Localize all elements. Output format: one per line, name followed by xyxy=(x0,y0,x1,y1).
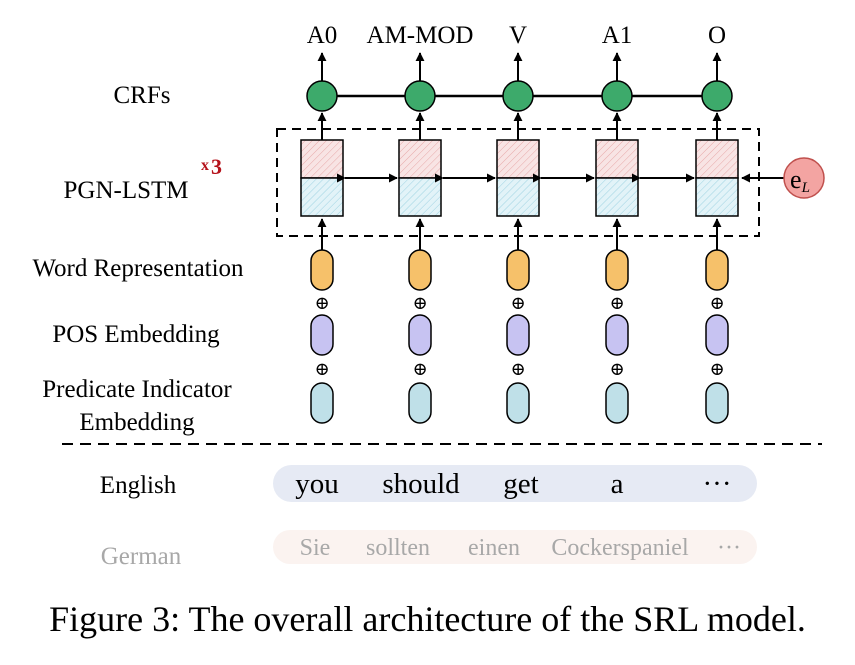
lstm-cell-forward xyxy=(300,139,344,179)
crf-node xyxy=(404,80,436,112)
german-label: German xyxy=(101,543,182,570)
predicate-indicator-node xyxy=(705,382,729,424)
lstm-cell-backward xyxy=(695,177,739,217)
srl-tag-label: O xyxy=(708,22,726,49)
token-column: V ⊕ ⊕ xyxy=(496,22,595,424)
srl-tag-label: AM-MOD xyxy=(367,22,474,49)
concat-symbol: ⊕ xyxy=(709,293,724,313)
predicate-indicator-node xyxy=(605,382,629,424)
word-representation-label: Word Representation xyxy=(32,255,244,282)
word-representation-node xyxy=(408,249,432,291)
word-representation-node xyxy=(705,249,729,291)
crf-node xyxy=(601,80,633,112)
pos-embedding-node xyxy=(605,314,629,356)
token-column: A0 ⊕ ⊕ xyxy=(300,22,398,424)
german-token: einen xyxy=(468,535,520,561)
srl-tag-label: V xyxy=(509,22,527,49)
pos-embedding-node xyxy=(705,314,729,356)
token-column: AM-MOD ⊕ ⊕ xyxy=(367,22,496,424)
concat-symbol: ⊕ xyxy=(412,293,427,313)
english-sentence-band xyxy=(273,465,757,502)
predicate-indicator-label-line2: Embedding xyxy=(79,409,195,436)
german-token: ··· xyxy=(717,535,741,561)
word-representation-node xyxy=(605,249,629,291)
english-token: get xyxy=(503,468,538,500)
concat-symbol: ⊕ xyxy=(709,359,724,379)
pos-embedding-node xyxy=(506,314,530,356)
lstm-cell-backward xyxy=(496,177,540,217)
german-token: Sie xyxy=(300,535,331,561)
crf-node xyxy=(502,80,534,112)
german-token: Cockerspaniel xyxy=(551,535,689,561)
german-token: sollten xyxy=(366,535,430,561)
concat-symbol: ⊕ xyxy=(314,293,329,313)
pos-embedding-node xyxy=(408,314,432,356)
srl-architecture-diagram: CRFs PGN-LSTM x 3 Word Representation PO… xyxy=(32,22,825,570)
pgn-lstm-label: PGN-LSTM xyxy=(63,177,188,204)
predicate-indicator-node xyxy=(506,382,530,424)
crfs-label: CRFs xyxy=(114,82,171,109)
language-embedding-node xyxy=(783,157,825,199)
english-token: ··· xyxy=(703,468,732,500)
predicate-indicator-label-line1: Predicate Indicator xyxy=(42,376,232,403)
lstm-cell-forward xyxy=(496,139,540,179)
srl-tag-label: A0 xyxy=(307,22,338,49)
lstm-cell-backward xyxy=(595,177,639,217)
word-representation-node xyxy=(506,249,530,291)
figure-caption: Figure 3: The overall architecture of th… xyxy=(49,599,806,639)
english-token: should xyxy=(382,468,460,500)
english-token: a xyxy=(611,468,624,500)
concat-symbol: ⊕ xyxy=(510,293,525,313)
pos-embedding-node xyxy=(310,314,334,356)
german-sentence-band xyxy=(273,530,757,564)
lstm-cell-backward xyxy=(398,177,442,217)
lstm-cell-forward xyxy=(695,139,739,179)
lstm-cell-backward xyxy=(300,177,344,217)
crf-node xyxy=(701,80,733,112)
token-column: O ⊕ ⊕ xyxy=(695,22,739,424)
pos-embedding-label: POS Embedding xyxy=(52,321,220,348)
lstm-cell-forward xyxy=(398,139,442,179)
concat-symbol: ⊕ xyxy=(510,359,525,379)
predicate-indicator-node xyxy=(310,382,334,424)
concat-symbol: ⊕ xyxy=(609,293,624,313)
token-column: A1 ⊕ ⊕ xyxy=(595,22,695,424)
language-embedding-label: eL xyxy=(790,165,810,196)
predicate-indicator-node xyxy=(408,382,432,424)
english-label: English xyxy=(100,472,177,499)
srl-tag-label: A1 xyxy=(602,22,633,49)
concat-symbol: ⊕ xyxy=(314,359,329,379)
crf-node xyxy=(306,80,338,112)
layers-x-label: x xyxy=(201,157,209,174)
layers-count-label: 3 xyxy=(211,154,222,179)
concat-symbol: ⊕ xyxy=(609,359,624,379)
concat-symbol: ⊕ xyxy=(412,359,427,379)
lstm-cell-forward xyxy=(595,139,639,179)
word-representation-node xyxy=(310,249,334,291)
english-token: you xyxy=(295,468,339,500)
